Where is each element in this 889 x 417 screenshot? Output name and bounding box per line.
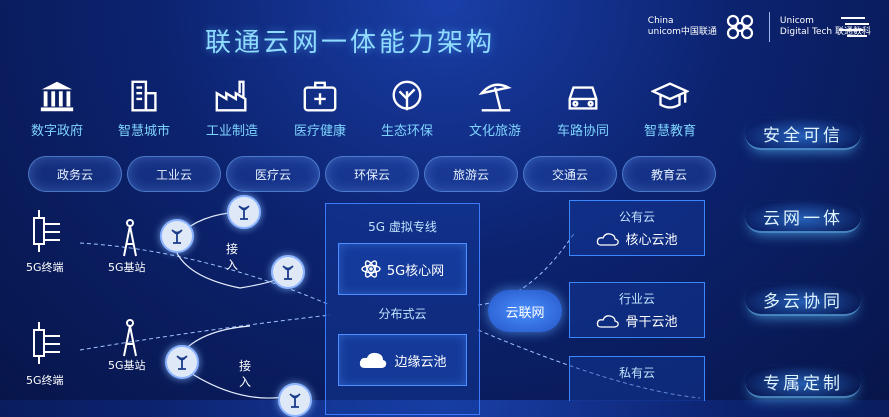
antenna-icon — [176, 355, 188, 370]
base-station-icon — [123, 319, 137, 357]
edge-cloud-box[interactable]: 边缘云池 — [338, 334, 467, 386]
cloud-tourism[interactable]: 旅游云 — [424, 156, 518, 192]
access-node — [227, 195, 261, 229]
medical-kit-icon — [303, 81, 337, 112]
scene-label: 车路协同 — [556, 124, 609, 139]
scene-row: 数字政府 智慧城市 工业制造 医疗健康 生态环保 文化旅游 车路协同 智慧教育 — [27, 78, 727, 139]
graduation-cap-icon — [649, 82, 691, 109]
access-node — [271, 255, 305, 289]
cloud-outline-icon — [597, 314, 620, 328]
private-cloud-box[interactable]: 私有云 — [569, 356, 705, 401]
access-node — [160, 219, 194, 253]
feature-dedicated: 专属定制 — [745, 366, 861, 398]
leaf-icon — [392, 80, 422, 111]
access-node — [165, 345, 199, 379]
feature-multicloud: 多云协同 — [745, 284, 861, 316]
unicom-knot-icon — [726, 14, 754, 40]
station-label-2: 5G基站 — [108, 359, 146, 372]
cloud-outline-icon — [597, 232, 620, 246]
antenna-icon — [238, 205, 250, 220]
cloud-education[interactable]: 教育云 — [622, 156, 716, 192]
cloud-government[interactable]: 政务云 — [28, 156, 122, 192]
distributed-cloud-label: 分布式云 — [378, 307, 427, 321]
core-network-box[interactable]: 5G核心网 — [338, 243, 467, 295]
logo-text-digital2: Digital Tech 联通数科 — [779, 27, 871, 37]
public-cloud-item: 核心云池 — [625, 233, 678, 248]
access-char: 入 — [238, 375, 251, 389]
government-building-icon — [40, 81, 74, 112]
feature-secure: 安全可信 — [745, 118, 861, 150]
scene-medical[interactable]: 医疗健康 — [290, 78, 350, 139]
industry-cloud-item: 骨干云池 — [625, 315, 678, 330]
car-icon — [568, 86, 598, 110]
scene-vehicle-road[interactable]: 车路协同 — [553, 78, 613, 139]
feature-cloud-network: 云网一体 — [745, 201, 861, 233]
cloud-medical[interactable]: 医疗云 — [226, 156, 320, 192]
scene-smart-city[interactable]: 智慧城市 — [114, 78, 174, 139]
private-cloud-title: 私有云 — [618, 366, 655, 380]
scene-label: 数字政府 — [30, 124, 83, 139]
access-label-2: 接 入 — [238, 358, 252, 390]
terminal-device-icon — [33, 322, 60, 364]
access-node — [278, 383, 312, 417]
access-label-1: 接 入 — [225, 241, 239, 273]
antenna-icon — [282, 265, 294, 280]
scene-label: 医疗健康 — [293, 124, 346, 139]
logo: China unicom中国联通 Unicom Digital Tech 联通数… — [648, 12, 871, 42]
scene-label: 文化旅游 — [468, 124, 521, 139]
scene-industrial[interactable]: 工业制造 — [202, 78, 262, 139]
logo-text-china: China — [647, 16, 674, 26]
industry-cloud-box[interactable]: 行业云 骨干云池 — [569, 282, 705, 338]
antenna-icon — [171, 229, 183, 244]
access-char: 接 — [238, 359, 251, 373]
scene-eco[interactable]: 生态环保 — [377, 78, 437, 139]
public-cloud-box[interactable]: 公有云 核心云池 — [569, 200, 705, 256]
city-building-icon — [131, 80, 157, 112]
logo-divider — [768, 12, 770, 42]
page-title: 联通云网一体能力架构 — [205, 28, 496, 58]
industry-cloud-title: 行业云 — [618, 292, 655, 306]
china-unicom-logo: China unicom中国联通 — [648, 12, 759, 42]
terminal-label-2: 5G终端 — [26, 374, 64, 387]
digital-tech-logo-icon — [839, 17, 869, 37]
scene-label: 生态环保 — [380, 124, 433, 139]
public-cloud-title: 公有云 — [618, 210, 655, 224]
cloud-icon — [360, 352, 387, 368]
atom-icon — [361, 260, 381, 278]
center-panel: 5G 虚拟专线 5G核心网 分布式云 边缘云池 — [325, 203, 480, 415]
logo-text-unicom: unicom中国联通 — [647, 27, 717, 37]
edge-cloud-label: 边缘云池 — [394, 354, 447, 370]
station-label-1: 5G基站 — [108, 261, 146, 274]
scene-label: 智慧城市 — [117, 124, 170, 139]
terminal-device-icon — [33, 210, 60, 252]
cloud-interconnect-hub[interactable]: 云联网 — [488, 290, 562, 332]
access-char: 入 — [225, 258, 238, 272]
cloud-industry[interactable]: 工业云 — [127, 156, 221, 192]
cloud-transport[interactable]: 交通云 — [523, 156, 617, 192]
beach-umbrella-icon — [478, 83, 512, 112]
cloud-environment[interactable]: 环保云 — [325, 156, 419, 192]
antenna-icon — [289, 393, 301, 408]
logo-text-digital1: Unicom — [779, 16, 814, 26]
base-station-icon — [123, 219, 137, 257]
scene-label: 智慧教育 — [643, 124, 696, 139]
scene-digital-government[interactable]: 数字政府 — [27, 78, 87, 139]
scene-education[interactable]: 智慧教育 — [640, 78, 700, 139]
virtual-line-label: 5G 虚拟专线 — [368, 220, 437, 234]
core-network-label: 5G核心网 — [386, 263, 445, 279]
terminal-label-1: 5G终端 — [26, 261, 64, 274]
scene-label: 工业制造 — [205, 124, 258, 139]
access-char: 接 — [225, 242, 238, 256]
scene-tourism[interactable]: 文化旅游 — [465, 78, 525, 139]
factory-icon — [215, 80, 247, 112]
